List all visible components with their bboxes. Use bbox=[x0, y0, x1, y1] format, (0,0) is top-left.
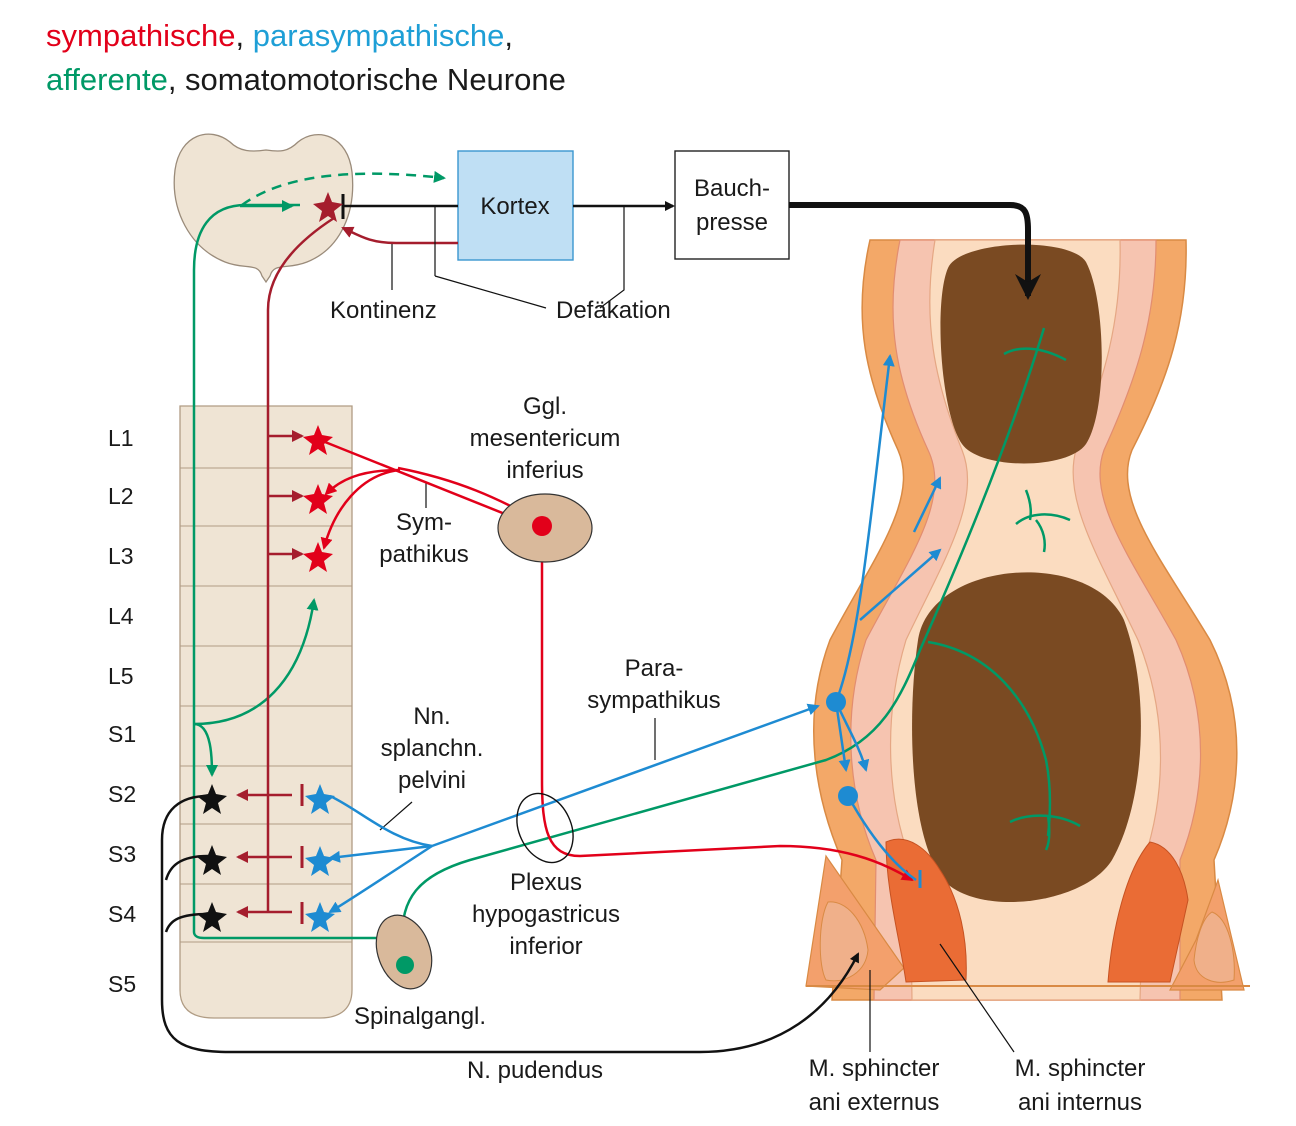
pudendus-label: N. pudendus bbox=[467, 1057, 603, 1084]
sympathetic-pathways bbox=[236, 216, 335, 918]
cortex-to-cord-continence bbox=[341, 226, 458, 245]
segment-label-l5: L5 bbox=[108, 663, 134, 689]
sympathikus-label-1: Sym- bbox=[396, 509, 452, 536]
lumbosacral-cord bbox=[179, 405, 353, 1019]
parasympathikus-label-2: sympathikus bbox=[587, 687, 720, 714]
segment-label-s2: S2 bbox=[108, 781, 136, 807]
rectum-illustration bbox=[805, 239, 1250, 1001]
sympathikus-label-2: pathikus bbox=[379, 541, 468, 568]
spinal-ganglion bbox=[375, 914, 433, 990]
star-neuron-icon bbox=[305, 784, 335, 814]
star-neuron-icon bbox=[303, 425, 333, 455]
cortex-box bbox=[457, 150, 574, 261]
segment-label-l4: L4 bbox=[108, 603, 134, 629]
legend-sep: , bbox=[167, 62, 186, 97]
color-legend: sympathische, parasympathische, afferent… bbox=[46, 14, 566, 102]
segment-label-s5: S5 bbox=[108, 971, 136, 997]
bauchpresse-box bbox=[674, 150, 790, 260]
kontinenz-label: Kontinenz bbox=[330, 297, 437, 324]
afferent-from-rectum bbox=[400, 327, 1046, 939]
diagram-labels: Ggl. mesentericum inferius Sym- pathikus… bbox=[354, 393, 1145, 1116]
parasympathikus-label-1: Para- bbox=[625, 655, 684, 682]
enteric-neuron-1 bbox=[826, 692, 846, 712]
neuron-stars bbox=[197, 192, 343, 932]
bauchpresse-label-2: presse bbox=[696, 209, 768, 236]
plexus-label-3: inferior bbox=[509, 933, 582, 960]
segment-dividers bbox=[180, 467, 352, 943]
defaekation-label: Defäkation bbox=[556, 297, 671, 324]
sphincter-externus-right-inner bbox=[1193, 911, 1235, 983]
feces-lower bbox=[912, 572, 1141, 903]
ggl-label-2: mesentericum bbox=[470, 425, 621, 452]
bauchpresse-label-1: Bauch- bbox=[694, 175, 770, 202]
segment-label-l1: L1 bbox=[108, 425, 134, 451]
parasympathetic-pathways bbox=[328, 354, 942, 914]
ggl-label-1: Ggl. bbox=[523, 393, 567, 420]
plexus-label-2: hypogastricus bbox=[472, 901, 620, 928]
sphincter-internus-label-1: M. sphincter bbox=[1015, 1055, 1146, 1082]
feces-upper bbox=[940, 244, 1102, 464]
legend-sep: , bbox=[504, 18, 513, 53]
segment-labels: L1 L2 L3 L4 L5 S1 S2 S3 S4 S5 bbox=[108, 425, 136, 997]
segment-label-l2: L2 bbox=[108, 483, 134, 509]
nn-splanchn-label-3: pelvini bbox=[398, 767, 466, 794]
nn-splanchn-label-1: Nn. bbox=[413, 703, 450, 730]
enteric-neuron-2 bbox=[838, 786, 858, 806]
plexus-label-1: Plexus bbox=[510, 869, 582, 896]
legend-sympathetic: sympathische bbox=[46, 18, 236, 53]
cortex-label: Kortex bbox=[480, 193, 549, 220]
segment-label-s1: S1 bbox=[108, 721, 136, 747]
ggl-label-3: inferius bbox=[506, 457, 583, 484]
sphincter-externus-label-1: M. sphincter bbox=[809, 1055, 940, 1082]
star-neuron-icon bbox=[305, 846, 335, 876]
sympathetic-postganglionic bbox=[540, 528, 914, 882]
legend-line-2: afferente, somatomotorische Neurone bbox=[46, 58, 566, 102]
afferent-to-cortex-dashed bbox=[241, 170, 446, 207]
sphincter-internus-right bbox=[1107, 841, 1189, 983]
star-neuron-icon bbox=[197, 784, 227, 814]
legend-line-1: sympathische, parasympathische, bbox=[46, 14, 566, 58]
star-neuron-icon bbox=[197, 845, 227, 875]
afferent-pathways bbox=[192, 200, 1081, 940]
leader-lines-top bbox=[379, 207, 1015, 1053]
segment-label-l3: L3 bbox=[108, 543, 134, 569]
spinal-cord-cross-section bbox=[173, 133, 354, 284]
nn-splanchn-label-2: splanchn. bbox=[381, 735, 484, 762]
spinal-ganglion-afferent-dot bbox=[396, 956, 414, 974]
afferent-ascending-tract bbox=[192, 203, 402, 940]
star-neuron-icon bbox=[197, 902, 227, 932]
segment-label-s4: S4 bbox=[108, 901, 136, 927]
star-neuron-icon bbox=[303, 542, 333, 572]
sphincter-internus-label-2: ani internus bbox=[1018, 1089, 1142, 1116]
legend-somatomotor: somatomotorische Neurone bbox=[185, 62, 566, 97]
sphincter-externus-label-2: ani externus bbox=[809, 1089, 940, 1116]
legend-parasympathetic: parasympathische bbox=[252, 18, 505, 53]
ggl-mesentericum-neuron bbox=[532, 516, 552, 536]
star-neuron-icon bbox=[303, 484, 333, 514]
star-neuron-icon bbox=[305, 902, 335, 932]
plexus-hypogastricus-inferior bbox=[516, 792, 574, 864]
segment-label-s3: S3 bbox=[108, 841, 136, 867]
bauchpresse-to-rectum bbox=[789, 202, 1041, 300]
star-neuron-icon bbox=[313, 192, 343, 222]
legend-afferent: afferente bbox=[46, 62, 168, 97]
spinalgangl-label: Spinalgangl. bbox=[354, 1003, 486, 1030]
legend-sep: , bbox=[235, 18, 253, 53]
